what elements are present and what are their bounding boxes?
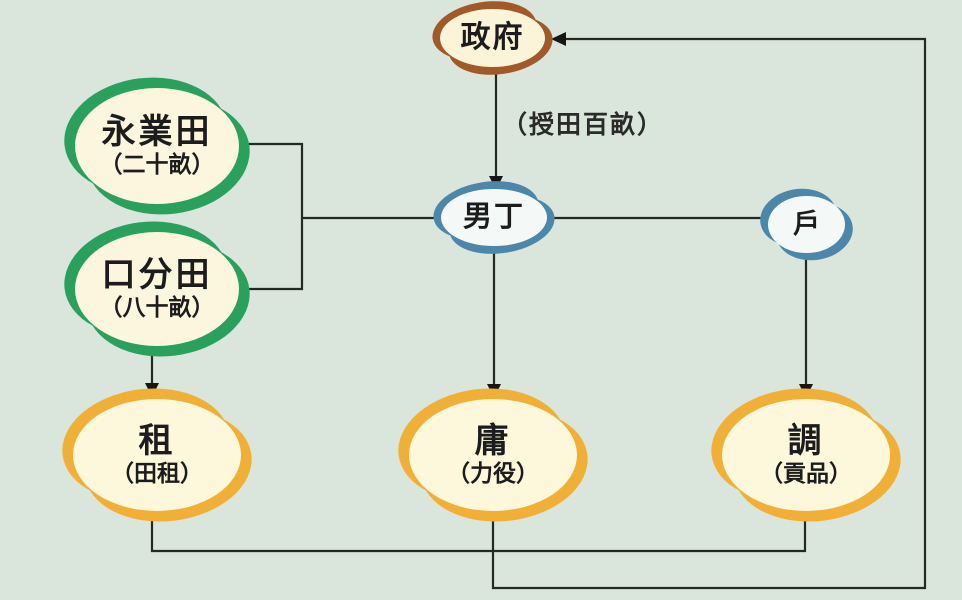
node-yongye-field: 永業田 （二十畝） xyxy=(57,68,257,224)
node-ellipse xyxy=(75,232,239,346)
node-adult-male: 男丁 xyxy=(429,174,559,261)
edge-label-grant: （授田百畝） xyxy=(502,112,665,139)
node-zu: 租 （田租） xyxy=(55,379,259,531)
node-sublabel-koufen-field: （八十畝） xyxy=(99,295,215,321)
node-ellipse xyxy=(75,88,239,204)
node-sublabel-yong: （力役） xyxy=(447,461,539,487)
node-label-koufen-field: 口分田 xyxy=(101,256,213,294)
node-ellipse xyxy=(722,399,890,511)
node-label-adult-male: 男丁 xyxy=(462,201,525,234)
node-government: 政府 xyxy=(428,0,557,82)
node-household: 戶 xyxy=(756,183,857,266)
node-koufen-field: 口分田 （八十畝） xyxy=(57,212,257,366)
edge-zu-diao-link xyxy=(150,510,807,553)
node-sublabel-diao: （貢品） xyxy=(760,461,852,487)
node-ellipse xyxy=(73,399,241,511)
node-label-yong: 庸 xyxy=(474,422,512,460)
node-sublabel-yongye-field: （二十畝） xyxy=(99,152,215,178)
node-label-zu: 租 xyxy=(138,422,176,460)
node-ellipse xyxy=(441,189,547,246)
node-ellipse xyxy=(440,9,545,67)
node-label-yongye-field: 永業田 xyxy=(101,113,213,151)
arrowhead-left-government xyxy=(551,32,566,46)
node-sublabel-zu: （田租） xyxy=(111,461,203,487)
node-label-government: 政府 xyxy=(460,21,525,55)
node-label-household: 戶 xyxy=(793,209,820,240)
node-diao: 調 （貢品） xyxy=(704,379,908,531)
node-label-diao: 調 xyxy=(787,422,825,460)
node-yong: 庸 （力役） xyxy=(391,379,595,531)
edge-taxes-to-government xyxy=(491,37,927,590)
node-ellipse xyxy=(768,196,845,253)
node-ellipse xyxy=(409,399,577,511)
edge-fields-to-male xyxy=(238,142,441,291)
